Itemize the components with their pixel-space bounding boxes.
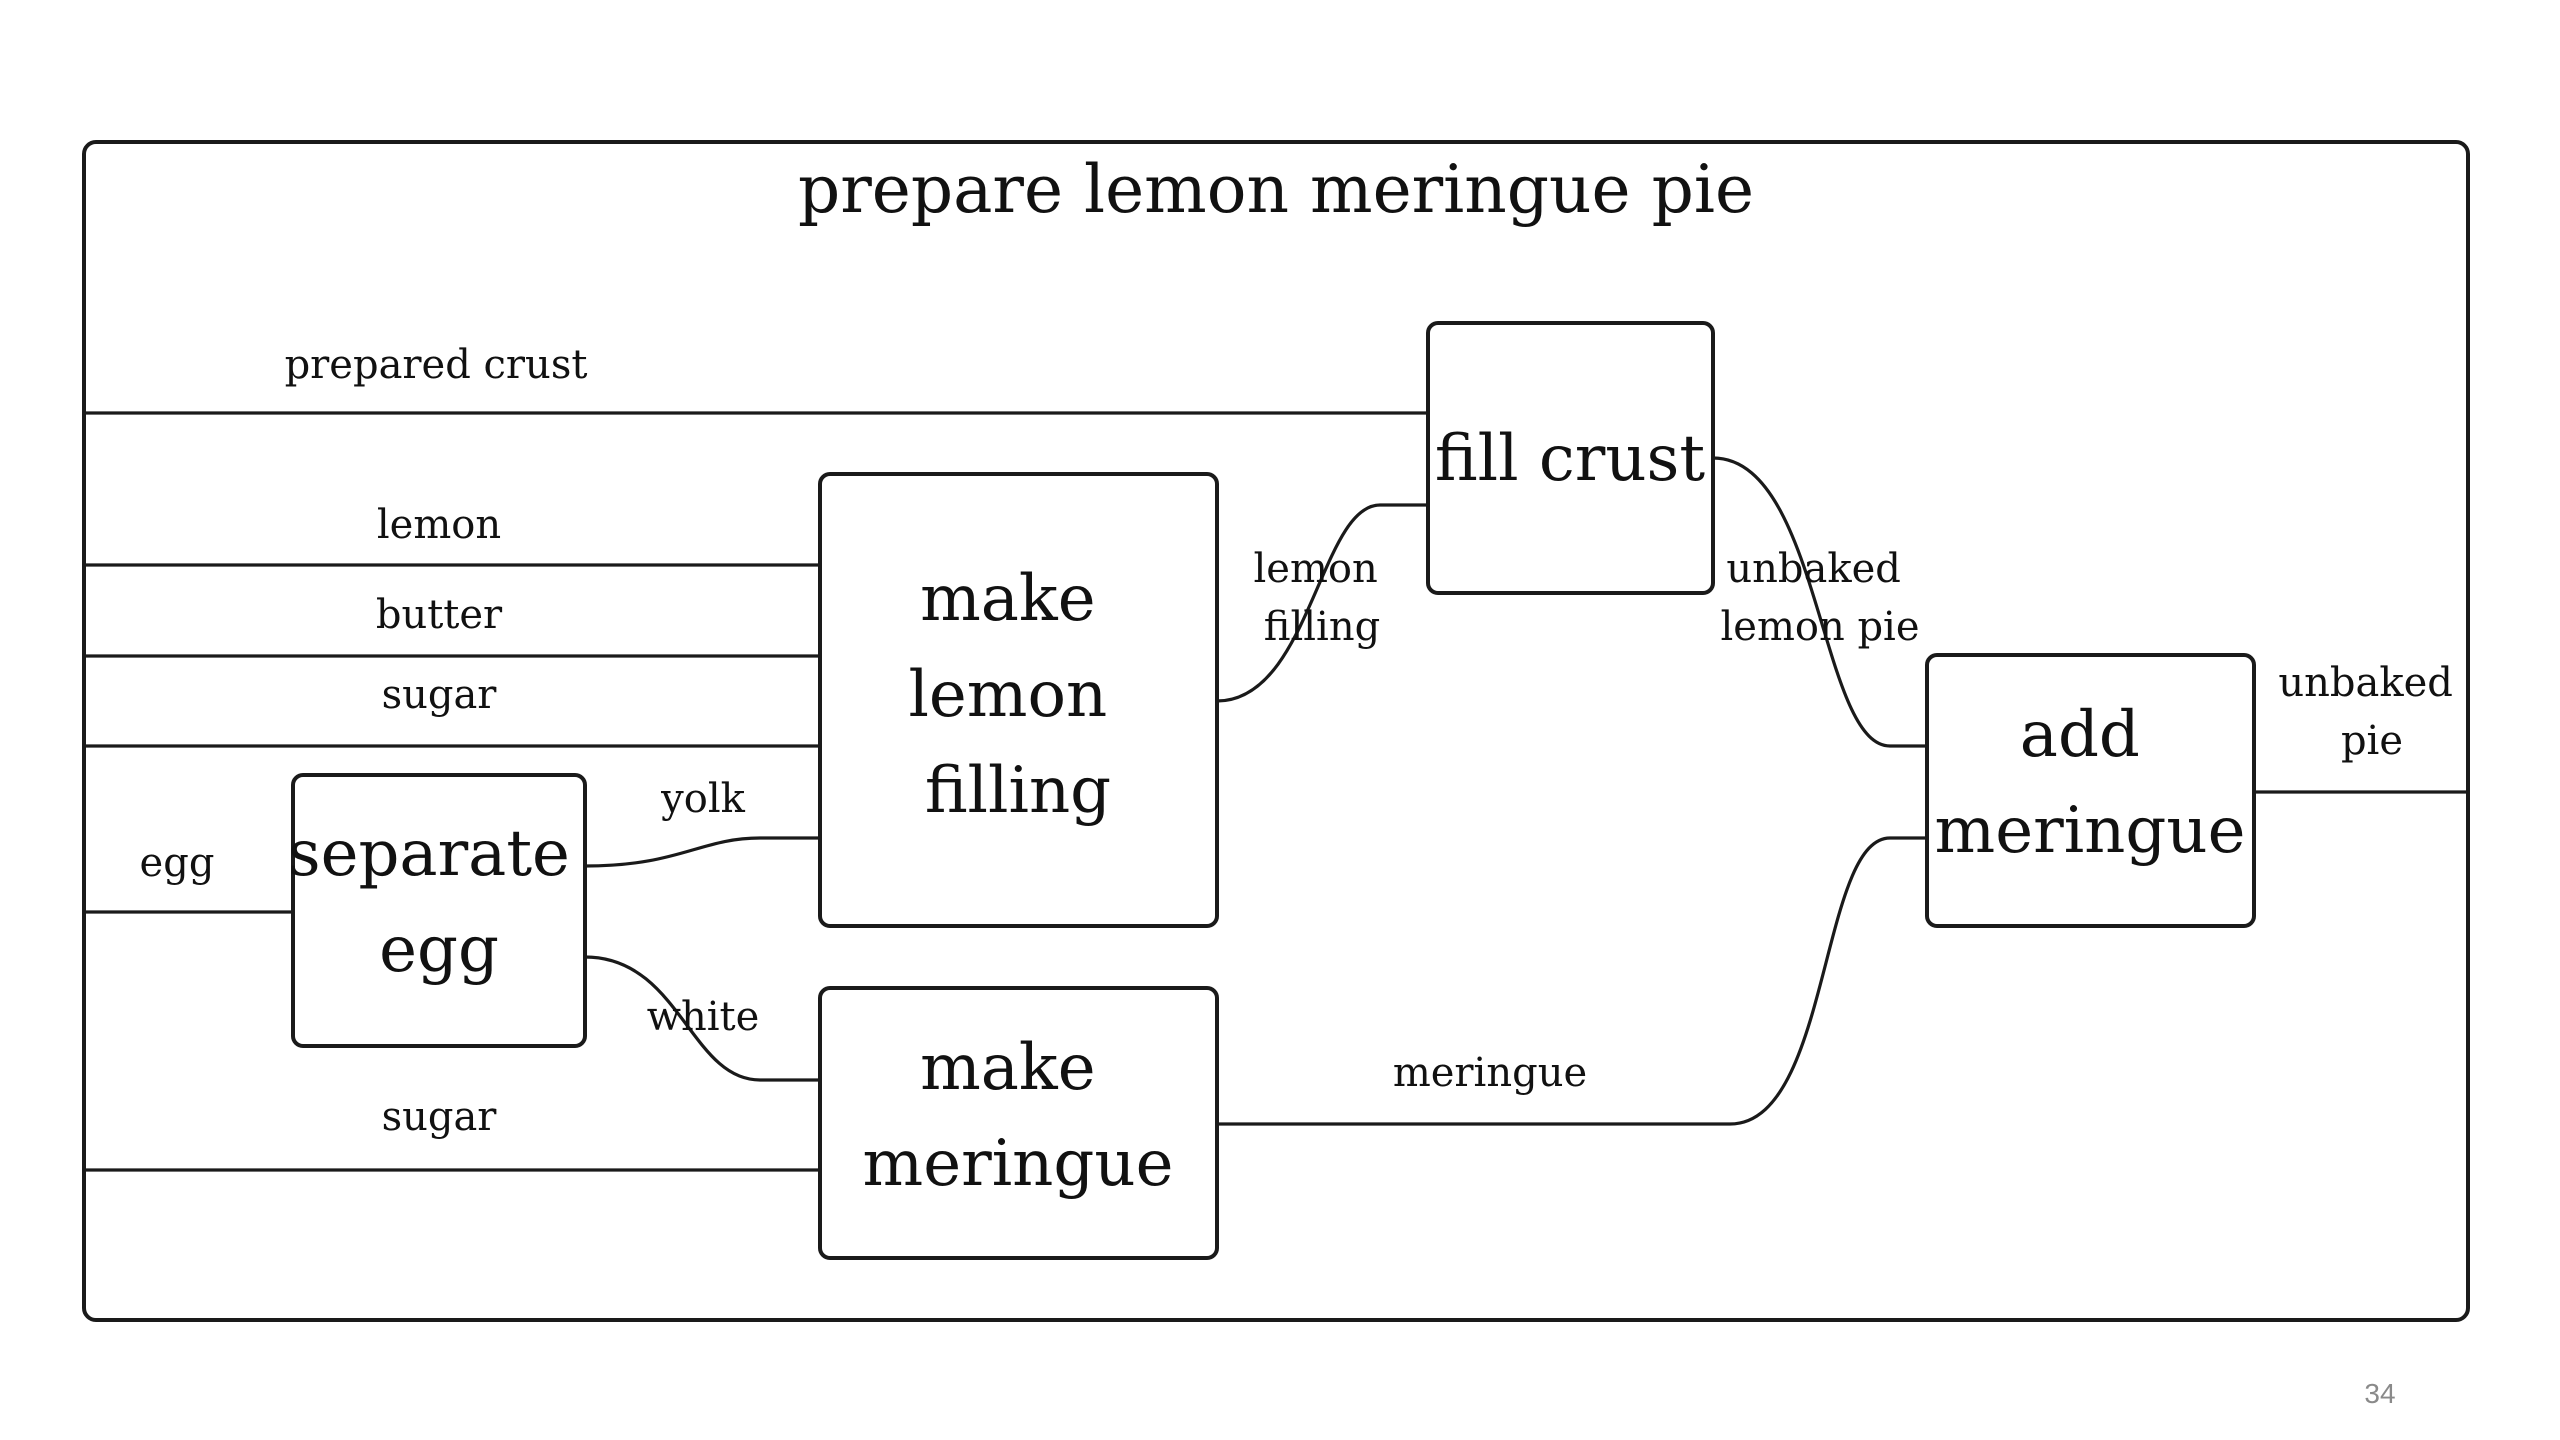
box-label-make-lemon-filling: make lemon filling [908,562,1127,828]
wire-lemon-filling [1216,503,1428,703]
diagram-title: prepare lemon meringue pie [798,151,1754,228]
wire-label-unbaked-pie: unbaked pie [2278,660,2465,764]
wire-label-sugar-meringue: sugar [382,1094,498,1140]
box-add-meringue [1925,653,2256,928]
box-label-make-meringue: make meringue [863,1031,1174,1201]
wire-white [584,955,820,1082]
box-make-meringue [818,986,1219,1260]
wire-label-yolk: yolk [660,776,745,822]
wire-label-white: white [647,994,760,1040]
box-label-fill-crust: fill crust [1435,422,1705,496]
box-separate-egg [291,773,587,1048]
wire-label-unbaked-lemon-pie: unbaked lemon pie [1720,546,1919,650]
wire-label-butter: butter [376,592,503,638]
box-label-separate-egg: separate egg [288,817,591,987]
box-make-lemon-filling [818,472,1219,928]
box-label-add-meringue: add meringue [1935,698,2246,868]
wire-yolk [584,836,820,868]
page-number: 34 [2364,1378,2395,1409]
wire-label-sugar-filling: sugar [382,672,498,718]
box-fill-crust [1426,321,1715,595]
diagram-frame [82,140,2470,1322]
wire-label-meringue: meringue [1393,1050,1587,1096]
wire-label-lemon: lemon [377,502,501,548]
wire-label-prepared-crust: prepared crust [285,342,588,388]
wire-meringue [1217,836,1927,1126]
wire-label-egg: egg [140,840,215,886]
wire-unbaked-lemon-pie [1712,456,1927,748]
wire-label-lemon-filling: lemon filling [1254,546,1391,650]
